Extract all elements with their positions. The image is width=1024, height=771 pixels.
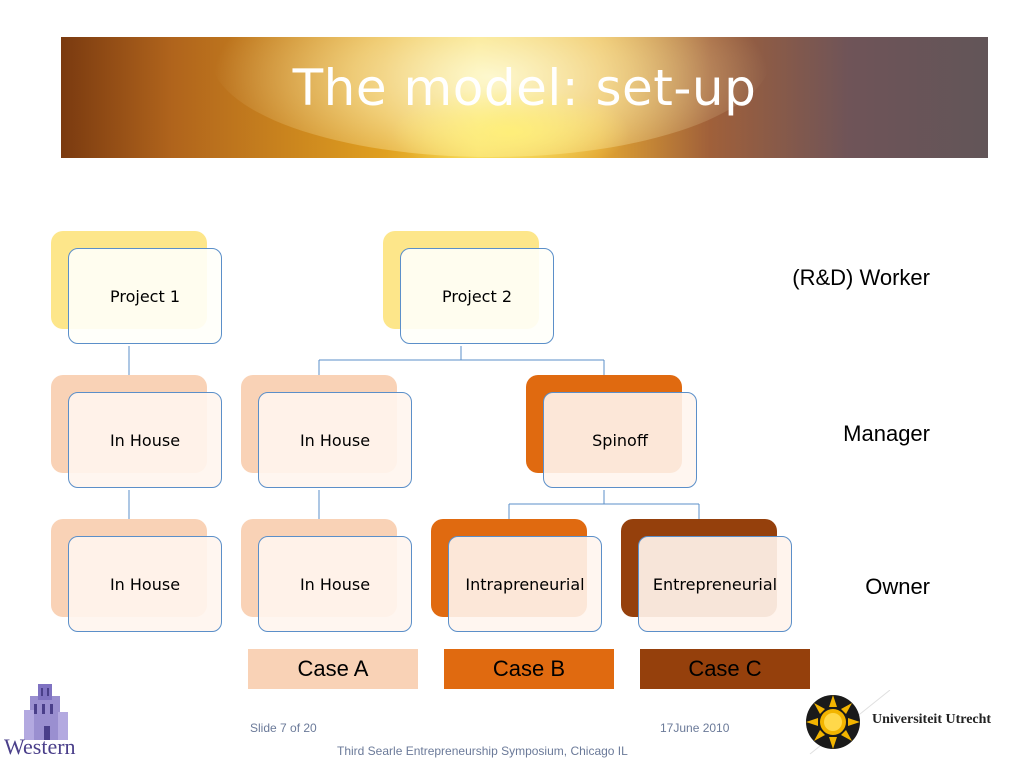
node-label: In House (68, 536, 222, 632)
slide-title: The model: set-up (292, 59, 757, 117)
node-intrapreneurial: Intrapreneurial (431, 519, 602, 632)
western-logo: Western (4, 682, 94, 766)
western-tower-icon (24, 684, 68, 740)
role-worker: (R&D) Worker (792, 265, 930, 290)
title-banner: The model: set-up (61, 37, 988, 158)
western-logo-text: Western (4, 734, 76, 759)
node-inhouse-owner-b: In House (241, 519, 412, 632)
banner-glow-highlight (391, 87, 631, 158)
node-inhouse-owner-a: In House (51, 519, 222, 632)
node-label: In House (68, 392, 222, 488)
utrecht-sun-icon (806, 689, 891, 755)
node-spinoff: Spinoff (526, 375, 697, 488)
node-label: In House (258, 392, 412, 488)
slide-date: 17June 2010 (660, 721, 730, 735)
event-name: Third Searle Entrepreneurship Symposium,… (337, 744, 628, 758)
node-project-2: Project 2 (383, 231, 554, 344)
node-label: In House (258, 536, 412, 632)
node-label: Intrapreneurial (448, 536, 602, 632)
node-label: Spinoff (543, 392, 697, 488)
case-c-label: Case C (640, 649, 810, 689)
node-label: Project 1 (68, 248, 222, 344)
node-label: Entrepreneurial (638, 536, 792, 632)
node-label: Project 2 (400, 248, 554, 344)
role-manager: Manager (843, 421, 930, 446)
utrecht-logo-text: Universiteit Utrecht (872, 712, 992, 727)
case-b-label: Case B (444, 649, 614, 689)
utrecht-logo: Universiteit Utrecht (800, 689, 1022, 760)
node-entrepreneurial: Entrepreneurial (621, 519, 792, 632)
node-inhouse-manager-a: In House (51, 375, 222, 488)
role-owner: Owner (865, 574, 930, 599)
slide-number: Slide 7 of 20 (250, 721, 317, 735)
case-a-label: Case A (248, 649, 418, 689)
node-project-1: Project 1 (51, 231, 222, 344)
node-inhouse-manager-b: In House (241, 375, 412, 488)
